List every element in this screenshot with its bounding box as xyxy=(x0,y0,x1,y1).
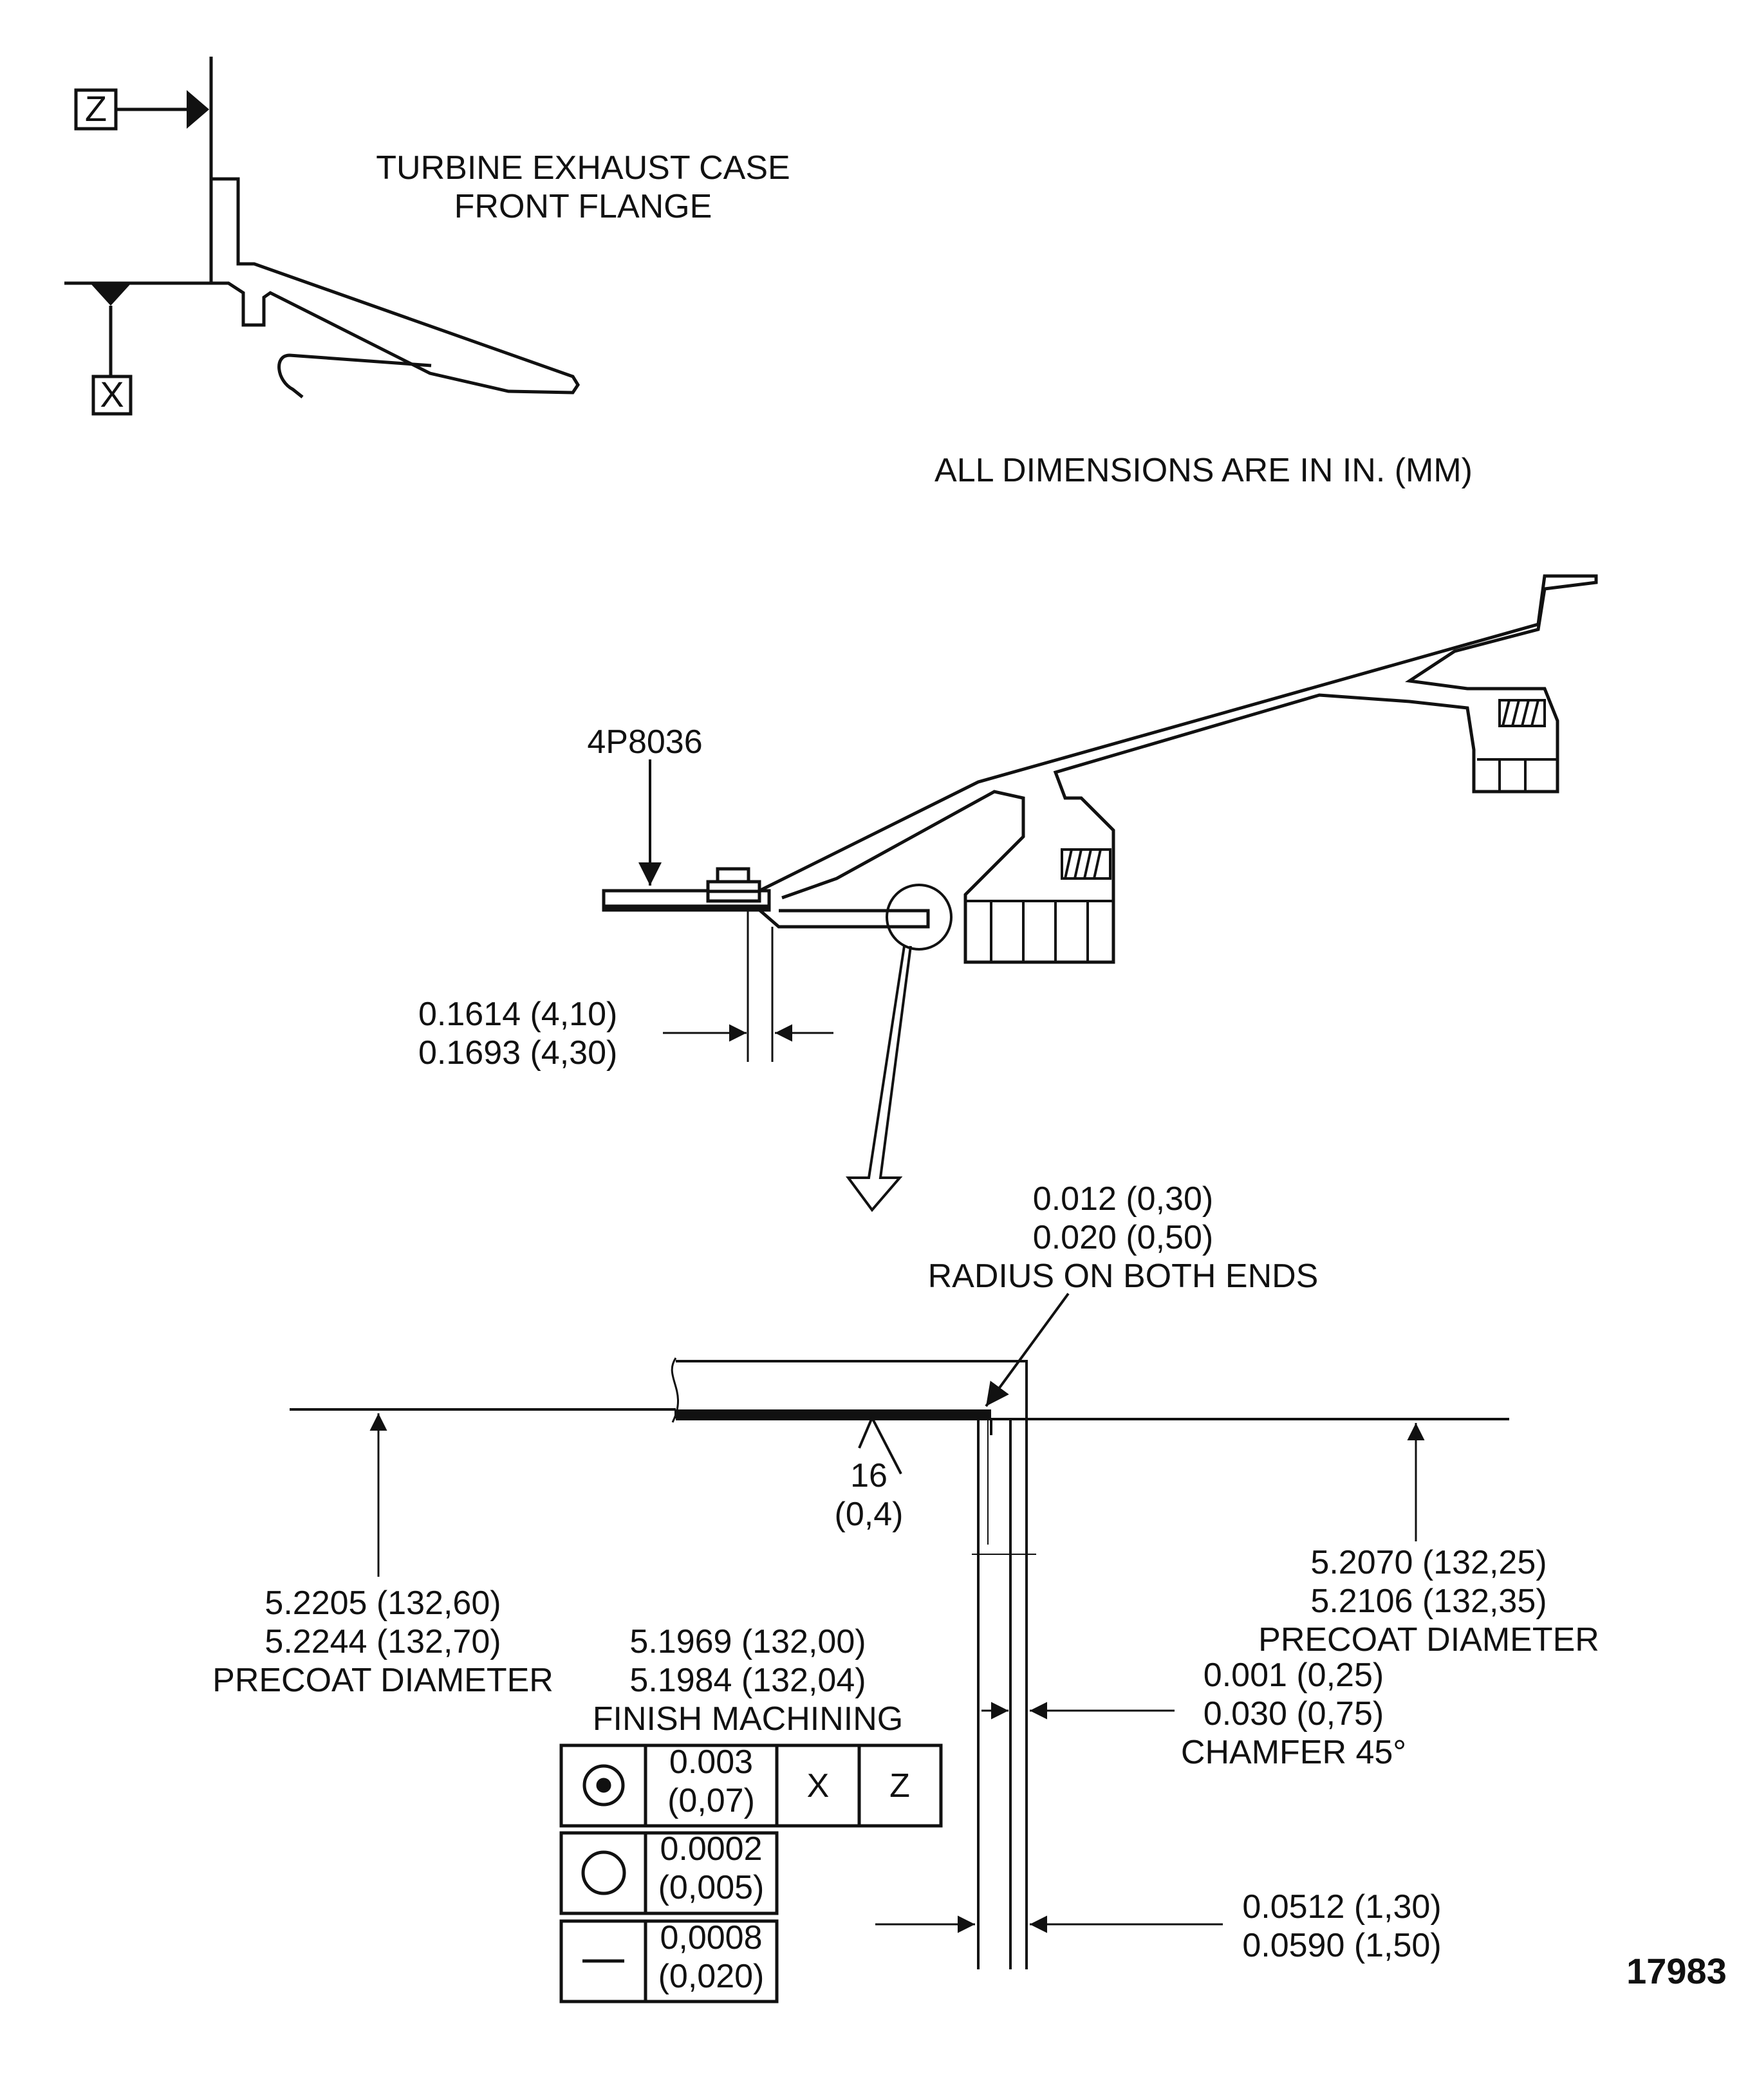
housing-left-detail xyxy=(965,848,1113,962)
width-line1: 0.0512 (1,30) xyxy=(1242,1888,1441,1926)
tolerance-frame-circularity xyxy=(559,1831,779,1915)
flange-inner-lip xyxy=(277,353,432,398)
detail-part-body xyxy=(676,1360,1028,1420)
datum-z-triangle xyxy=(187,90,209,129)
bolt-head xyxy=(716,867,750,884)
fcf1-value-mm: (0,07) xyxy=(667,1782,755,1819)
case-title-line1: TURBINE EXHAUST CASE xyxy=(376,149,790,187)
radius-note: RADIUS ON BOTH ENDS xyxy=(928,1258,1319,1295)
detail-view xyxy=(290,1292,1509,1969)
width-line2: 0.0590 (1,50) xyxy=(1242,1927,1441,1964)
figure-number: 17983 xyxy=(1626,1951,1727,1991)
fcf2-value-mm: (0,005) xyxy=(658,1869,765,1906)
radius-dim-line2: 0.020 (0,50) xyxy=(1033,1219,1213,1256)
units-note: ALL DIMENSIONS ARE IN IN. (MM) xyxy=(934,452,1473,489)
flange-profile xyxy=(211,177,580,395)
fcf3-value: 0,0008 xyxy=(660,1919,762,1956)
chamfer-label: CHAMFER 45° xyxy=(1181,1734,1406,1771)
fcf1-datum-z: Z xyxy=(889,1767,910,1805)
fcf2-value: 0.0002 xyxy=(660,1830,762,1868)
detail-leader-arrow xyxy=(846,945,912,1213)
part-number-label: 4P8036 xyxy=(587,723,702,761)
gap-dim-line1: 0.1614 (4,10) xyxy=(418,996,617,1033)
finish-mach-label: FINISH MACHINING xyxy=(593,1700,903,1738)
housing-outline xyxy=(758,574,1598,964)
assembly-view xyxy=(602,574,1598,1213)
detail-circle xyxy=(886,884,953,951)
fcf1-value: 0.003 xyxy=(669,1743,753,1781)
finish-mach-line1: 5.1969 (132,00) xyxy=(629,1623,866,1660)
precoat-right-label: PRECOAT DIAMETER xyxy=(1258,1621,1599,1659)
circularity-icon xyxy=(581,1850,626,1895)
chamfer-line2: 0.030 (0,75) xyxy=(1204,1695,1384,1733)
precoat-right-line2: 5.2106 (132,35) xyxy=(1310,1583,1547,1620)
housing-right-detail xyxy=(1477,699,1557,792)
flange-sketch xyxy=(64,57,580,416)
precoat-left-label: PRECOAT DIAMETER xyxy=(212,1662,553,1699)
datum-z-label: Z xyxy=(85,88,107,129)
radius-dim-line1: 0.012 (0,30) xyxy=(1033,1180,1213,1218)
finish-mach-line2: 5.1984 (132,04) xyxy=(629,1662,866,1699)
case-title-line2: FRONT FLANGE xyxy=(454,188,712,225)
precoat-right-line1: 5.2070 (132,25) xyxy=(1310,1544,1547,1581)
fcf3-value-mm: (0,020) xyxy=(658,1958,765,1995)
finish-value-mm: (0,4) xyxy=(835,1496,904,1533)
gap-dim-line2: 0.1693 (4,30) xyxy=(418,1034,617,1072)
precoat-left-line2: 5.2244 (132,70) xyxy=(265,1623,501,1660)
tolerance-frame-straightness xyxy=(559,1919,779,2003)
finish-value: 16 xyxy=(850,1457,888,1494)
datum-x-triangle xyxy=(91,284,130,306)
datum-x-box xyxy=(91,375,133,416)
fcf1-datum-x: X xyxy=(807,1767,830,1805)
datum-x-label: X xyxy=(100,374,124,414)
tolerance-frame-concentricity xyxy=(559,1743,943,1828)
seal-ring xyxy=(758,909,930,929)
precoat-left-line1: 5.2205 (132,60) xyxy=(265,1584,501,1622)
chamfer-line1: 0.001 (0,25) xyxy=(1204,1657,1384,1694)
concentricity-icon xyxy=(582,1764,625,1807)
